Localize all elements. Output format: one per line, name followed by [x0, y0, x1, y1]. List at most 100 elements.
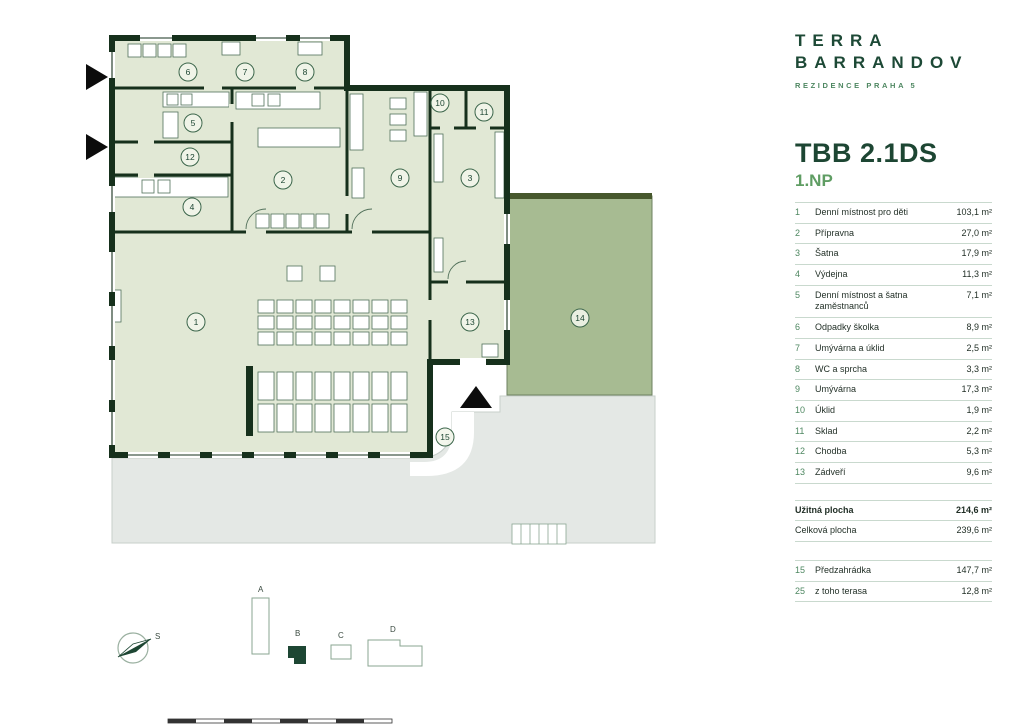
room-area: 2,5 m² — [966, 342, 992, 353]
room-number: 12 — [795, 446, 806, 457]
room-marker: 8 — [295, 62, 315, 82]
windows — [109, 35, 510, 458]
legend-room-row: 8 WC a sprcha 3,3 m² — [795, 360, 992, 381]
room-area: 103,1 m² — [956, 207, 992, 217]
room-area: 7,1 m² — [966, 289, 992, 300]
room-area: 27,0 m² — [961, 227, 992, 238]
room-legend: 1 Denní místnost pro děti 103,1 m² 2 Příprav… — [795, 202, 992, 603]
room-number: 1 — [795, 207, 801, 217]
room-name: WC a sprcha — [815, 363, 868, 374]
room-area: 17,3 m² — [961, 384, 992, 395]
site-plan: A B C D — [251, 585, 423, 667]
door-swings — [245, 208, 467, 280]
room-markers: 1 2 3 4 5 6 7 8 9 10 11 12 13 14 15 — [178, 62, 590, 447]
room-name: Přípravna — [815, 227, 855, 238]
room-number: 6 — [795, 322, 801, 333]
room-marker: 13 — [460, 312, 480, 332]
unit-code: TBB 2.1DS — [795, 138, 938, 168]
site-label-b: B — [295, 629, 300, 638]
room-name: Umývárna a úklid — [815, 342, 885, 353]
room-name: Zádveří — [815, 466, 846, 477]
room-area: 147,7 m² — [956, 565, 992, 575]
door-gaps — [138, 85, 490, 366]
stairs-hatch — [511, 523, 567, 545]
main-entrance-arrow-icon — [460, 386, 492, 408]
entrance-arrows — [86, 64, 492, 408]
legend-room-row: 7 Umývárna a úklid 2,5 m² — [795, 339, 992, 360]
room-number: 8 — [795, 363, 801, 374]
site-building-b-highlight — [288, 646, 306, 664]
room-area: 3,3 m² — [966, 363, 992, 374]
scale-bar — [167, 718, 393, 724]
svg-text:5: 5 — [191, 118, 196, 128]
room-marker: 3 — [460, 168, 480, 188]
room-marker: 5 — [183, 113, 203, 133]
room-marker: 1 — [186, 312, 206, 332]
legend-exterior-row: 15 Předzahrádka 147,7 m² — [795, 561, 992, 582]
room-name: Šatna — [815, 248, 839, 259]
furniture — [113, 41, 505, 436]
room-area: 239,6 m² — [956, 525, 992, 536]
room-name: Celková plocha — [795, 525, 857, 536]
compass-needle-icon — [117, 638, 152, 658]
room-name: Chodba — [815, 446, 847, 457]
room-number: 10 — [795, 404, 806, 415]
room-number: 7 — [795, 342, 801, 353]
legend-room-row: 9 Umývárna 17,3 m² — [795, 380, 992, 401]
room-area: 1,9 m² — [966, 404, 992, 415]
room-area: 5,3 m² — [966, 446, 992, 457]
room-area: 8,9 m² — [966, 322, 992, 333]
legend-room-row: 2 Přípravna 27,0 m² — [795, 224, 992, 245]
room-number: 4 — [795, 269, 801, 280]
room-number: 9 — [795, 384, 801, 395]
legend-room-row: 13 Zádveří 9,6 m² — [795, 463, 992, 484]
unit-header: TBB 2.1DS 1.NP — [795, 138, 938, 191]
room-marker: 4 — [182, 197, 202, 217]
room-name: Sklad — [815, 425, 838, 436]
svg-text:1: 1 — [194, 317, 199, 327]
svg-text:3: 3 — [468, 173, 473, 183]
site-label-c: C — [338, 631, 344, 640]
svg-text:12: 12 — [185, 152, 195, 162]
room-marker: 12 — [180, 147, 200, 167]
svg-text:14: 14 — [575, 313, 585, 323]
compass-label: S — [155, 632, 160, 641]
svg-text:7: 7 — [243, 67, 248, 77]
compass: S — [117, 632, 160, 664]
legend-room-row: 4 Výdejna 11,3 m² — [795, 265, 992, 286]
brand-line2: BARRANDOV — [795, 53, 969, 73]
room-number: 15 — [795, 565, 806, 575]
room-name: Užitná plocha — [795, 504, 854, 515]
room-number: 5 — [795, 289, 801, 300]
room-marker: 9 — [390, 168, 410, 188]
room-area: 11,3 m² — [962, 269, 992, 280]
room-area: 12,8 m² — [961, 585, 992, 596]
room-name: Umývárna — [815, 384, 857, 395]
brand-logo: TERRA BARRANDOV REZIDENCE PRAHA 5 — [795, 30, 992, 90]
room-number: 11 — [795, 425, 805, 436]
legend-total-row: Celková plocha 239,6 m² — [795, 521, 992, 542]
room-number: 25 — [795, 585, 806, 596]
room-area: 17,9 m² — [961, 248, 992, 259]
room-number: 13 — [795, 466, 806, 477]
svg-text:6: 6 — [186, 67, 191, 77]
room-name: Výdejna — [815, 269, 848, 280]
svg-text:8: 8 — [303, 67, 308, 77]
room-marker: 6 — [178, 62, 198, 82]
room-name: Denní místnost pro děti — [815, 207, 909, 217]
room-number: 2 — [795, 227, 801, 238]
room-name: Odpadky školka — [815, 322, 880, 333]
garden-area — [506, 193, 653, 396]
room-marker: 2 — [273, 170, 293, 190]
room-name: Předzahrádka — [815, 565, 872, 575]
room-area: 9,6 m² — [966, 466, 992, 477]
site-label-a: A — [258, 585, 264, 594]
legend-room-row: 1 Denní místnost pro děti 103,1 m² — [795, 203, 992, 224]
svg-text:11: 11 — [480, 107, 489, 117]
room-marker: 14 — [570, 308, 590, 328]
